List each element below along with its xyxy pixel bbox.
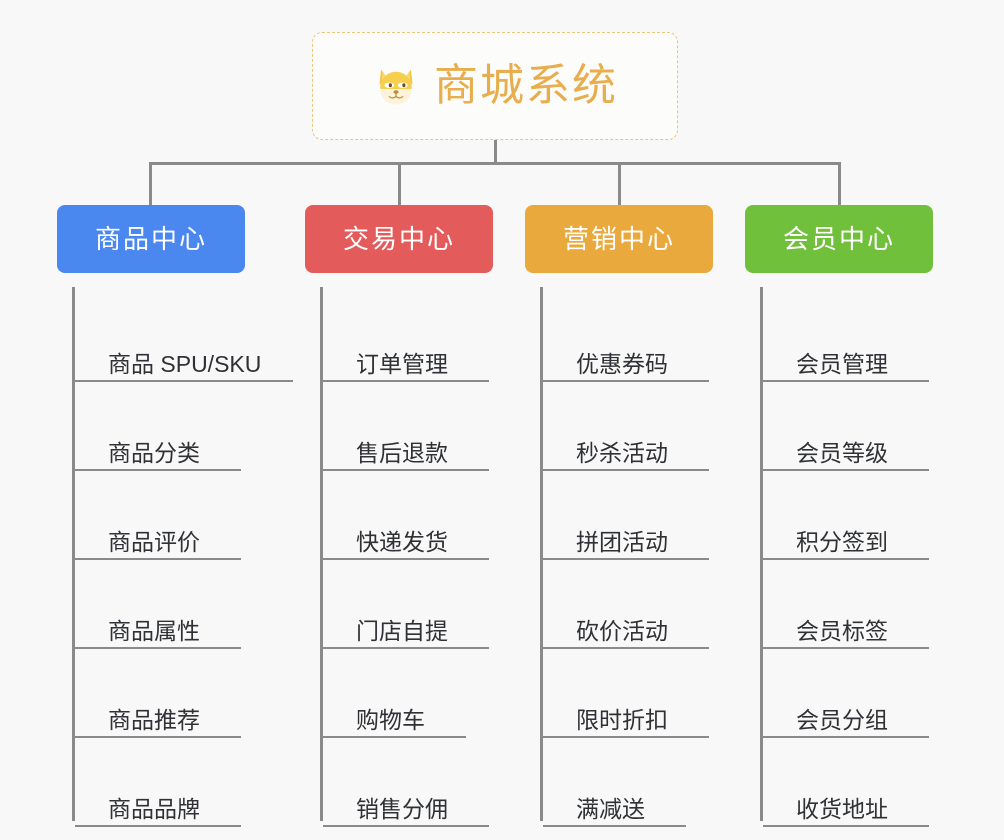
category-header-label: 会员中心 [782, 224, 895, 254]
list-item-label: 会员管理 [796, 351, 888, 377]
list-item-label: 积分签到 [796, 529, 888, 555]
connector-horizontal-bus [149, 162, 841, 165]
list-item[interactable]: 收货地址 [763, 738, 933, 827]
leaf-underline [543, 469, 709, 471]
leaf-underline [75, 647, 241, 649]
root-node-shop-system[interactable]: 商城系统 [312, 32, 678, 140]
leaf-list-product: 商品 SPU/SKU 商品分类 商品评价 商品属性 商品推荐 商品品牌 [72, 287, 293, 827]
category-header-product[interactable]: 商品中心 [57, 205, 245, 273]
leaf-underline [543, 825, 686, 827]
connector-drop-1 [149, 162, 152, 207]
list-item-label: 门店自提 [356, 618, 448, 644]
list-item[interactable]: 积分签到 [763, 471, 933, 560]
leaf-underline [75, 380, 293, 382]
list-item[interactable]: 满减送 [543, 738, 713, 827]
list-item[interactable]: 商品分类 [75, 382, 245, 471]
shiba-dog-face-icon [372, 62, 420, 110]
list-item-label: 购物车 [356, 707, 425, 733]
category-header-trade[interactable]: 交易中心 [305, 205, 493, 273]
category-column-member: 会员中心 会员管理 会员等级 积分签到 会员标签 会员分组 [745, 205, 933, 827]
list-item-label: 会员标签 [796, 618, 888, 644]
list-item[interactable]: 拼团活动 [543, 471, 713, 560]
leaf-underline [75, 558, 241, 560]
leaf-underline [543, 380, 709, 382]
category-column-trade: 交易中心 订单管理 售后退款 快递发货 门店自提 购物车 [305, 205, 493, 827]
list-item[interactable]: 会员分组 [763, 649, 933, 738]
leaf-underline [323, 558, 489, 560]
list-item-label: 快递发货 [356, 529, 448, 555]
list-item-label: 商品 SPU/SKU [108, 351, 262, 377]
list-item-label: 优惠券码 [576, 351, 668, 377]
leaf-underline [543, 736, 709, 738]
list-item[interactable]: 商品属性 [75, 560, 245, 649]
category-column-marketing: 营销中心 优惠券码 秒杀活动 拼团活动 砍价活动 限时折扣 [525, 205, 713, 827]
leaf-underline [763, 558, 929, 560]
list-item-label: 商品推荐 [108, 707, 200, 733]
leaf-underline [543, 647, 709, 649]
list-item-label: 商品品牌 [108, 796, 200, 822]
list-item[interactable]: 售后退款 [323, 382, 493, 471]
leaf-underline [323, 736, 466, 738]
list-item-label: 秒杀活动 [576, 440, 668, 466]
list-item-label: 砍价活动 [576, 618, 668, 644]
category-header-member[interactable]: 会员中心 [745, 205, 933, 273]
leaf-underline [75, 825, 241, 827]
list-item[interactable]: 门店自提 [323, 560, 493, 649]
list-item[interactable]: 商品品牌 [75, 738, 245, 827]
leaf-underline [763, 647, 929, 649]
list-item[interactable]: 商品推荐 [75, 649, 245, 738]
list-item[interactable]: 秒杀活动 [543, 382, 713, 471]
connector-drop-2 [398, 162, 401, 207]
category-header-label: 营销中心 [562, 224, 675, 254]
connector-drop-3 [618, 162, 621, 207]
leaf-underline [75, 469, 241, 471]
list-item-label: 会员分组 [796, 707, 888, 733]
list-item[interactable]: 优惠券码 [543, 293, 713, 382]
leaf-underline [543, 558, 709, 560]
list-item[interactable]: 会员标签 [763, 560, 933, 649]
category-column-product: 商品中心 商品 SPU/SKU 商品分类 商品评价 商品属性 商品推荐 [57, 205, 293, 827]
root-node-label: 商城系统 [434, 61, 618, 110]
list-item[interactable]: 购物车 [323, 649, 493, 738]
leaf-list-member: 会员管理 会员等级 积分签到 会员标签 会员分组 收货地址 [760, 287, 933, 827]
leaf-underline [323, 380, 489, 382]
connector-root-stem [494, 140, 497, 164]
leaf-list-marketing: 优惠券码 秒杀活动 拼团活动 砍价活动 限时折扣 满减送 [540, 287, 713, 827]
list-item-label: 商品分类 [108, 440, 200, 466]
connector-drop-4 [838, 162, 841, 207]
leaf-list-trade: 订单管理 售后退款 快递发货 门店自提 购物车 销售分佣 [320, 287, 493, 827]
list-item[interactable]: 会员管理 [763, 293, 933, 382]
list-item[interactable]: 商品评价 [75, 471, 245, 560]
list-item-label: 商品评价 [108, 529, 200, 555]
list-item[interactable]: 限时折扣 [543, 649, 713, 738]
list-item[interactable]: 快递发货 [323, 471, 493, 560]
list-item-label: 限时折扣 [576, 707, 668, 733]
list-item[interactable]: 订单管理 [323, 293, 493, 382]
leaf-underline [323, 469, 489, 471]
leaf-underline [763, 825, 929, 827]
list-item[interactable]: 砍价活动 [543, 560, 713, 649]
list-item-label: 会员等级 [796, 440, 888, 466]
list-item-label: 收货地址 [796, 796, 888, 822]
list-item-label: 商品属性 [108, 618, 200, 644]
leaf-underline [763, 469, 929, 471]
leaf-underline [75, 736, 241, 738]
category-header-marketing[interactable]: 营销中心 [525, 205, 713, 273]
list-item[interactable]: 会员等级 [763, 382, 933, 471]
list-item[interactable]: 销售分佣 [323, 738, 493, 827]
leaf-underline [323, 647, 489, 649]
category-header-label: 商品中心 [94, 224, 207, 254]
leaf-underline [323, 825, 489, 827]
leaf-underline [763, 380, 929, 382]
list-item-label: 订单管理 [356, 351, 448, 377]
list-item-label: 售后退款 [356, 440, 448, 466]
leaf-underline [763, 736, 929, 738]
list-item-label: 拼团活动 [576, 529, 668, 555]
category-header-label: 交易中心 [342, 224, 455, 254]
list-item-label: 满减送 [576, 796, 645, 822]
list-item[interactable]: 商品 SPU/SKU [75, 293, 293, 382]
list-item-label: 销售分佣 [356, 796, 448, 822]
